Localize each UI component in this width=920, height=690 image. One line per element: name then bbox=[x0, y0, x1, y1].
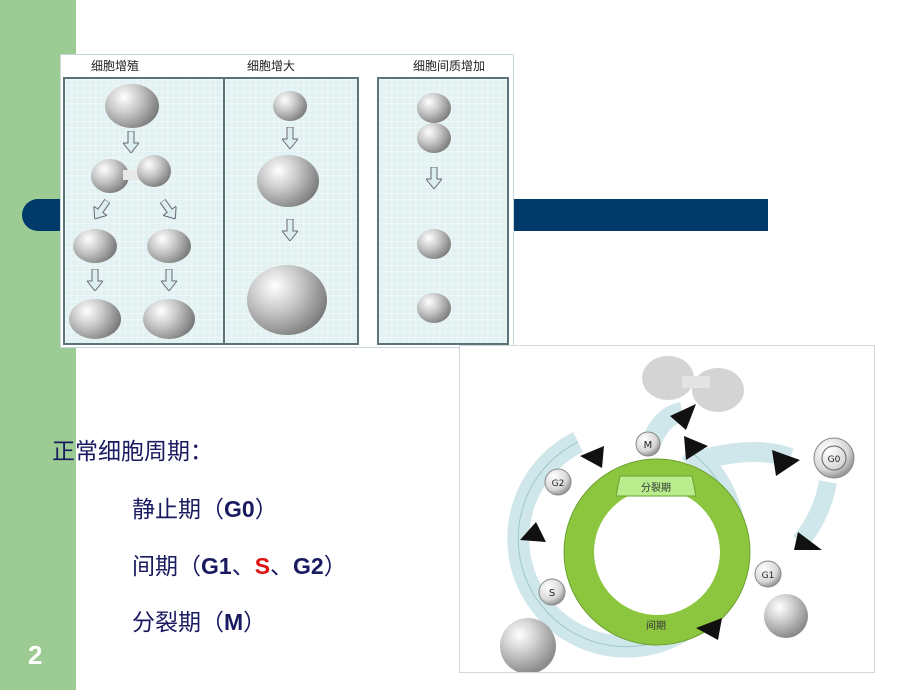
panel-enlargement bbox=[223, 77, 359, 345]
arrow-icon bbox=[520, 522, 546, 542]
dividing-cell-top bbox=[642, 356, 694, 400]
interphase-label: 间期 bbox=[646, 619, 666, 632]
arrow-icon bbox=[580, 446, 604, 468]
panel-label-enlargement: 细胞增大 bbox=[247, 59, 296, 73]
page-number: 2 bbox=[28, 640, 43, 670]
arrow-down-icon bbox=[282, 219, 298, 241]
cell bbox=[417, 229, 451, 259]
cell bbox=[417, 123, 451, 153]
arrow-down-icon bbox=[426, 167, 442, 189]
cell bbox=[247, 265, 327, 335]
arrow-icon bbox=[670, 404, 696, 430]
phase-marker-g1 bbox=[754, 560, 782, 588]
code-m: M bbox=[224, 609, 244, 635]
heading-normal-cell-cycle: 正常细胞周期： bbox=[52, 439, 213, 465]
arrow-down-right-icon bbox=[159, 198, 177, 220]
line-division-phase: 分裂期（M） bbox=[132, 609, 267, 636]
panel-label-proliferation: 细胞增殖 bbox=[91, 59, 140, 73]
phase-marker-s bbox=[538, 578, 566, 606]
phase-label-g0: G0 bbox=[828, 455, 841, 465]
arrow-down-icon bbox=[282, 127, 298, 149]
cell bbox=[143, 299, 195, 339]
phase-label-g2: G2 bbox=[552, 479, 565, 489]
cell-cycle-svg: 分裂期 间期 M G2 S G1 G0 bbox=[500, 356, 855, 674]
cell bbox=[417, 293, 451, 323]
cell bbox=[91, 159, 129, 193]
arrow-down-icon bbox=[123, 131, 139, 153]
dividing-cell-top bbox=[692, 368, 744, 412]
cell bbox=[69, 299, 121, 339]
arrow-icon bbox=[684, 436, 708, 460]
code-g1: G1 bbox=[201, 553, 232, 579]
cell bbox=[500, 618, 556, 674]
cell bbox=[764, 594, 808, 638]
cell-cycle-diagram: 分裂期 间期 M G2 S G1 G0 bbox=[459, 345, 875, 674]
arrow-down-icon bbox=[87, 269, 103, 291]
branch-from-g0 bbox=[793, 480, 837, 548]
cell bbox=[147, 229, 191, 263]
division-label-box bbox=[615, 475, 697, 497]
code-s: S bbox=[254, 553, 271, 579]
cell bbox=[73, 229, 117, 263]
phase-label-s: S bbox=[549, 588, 555, 599]
code-g0: G0 bbox=[224, 496, 255, 522]
cell-bridge bbox=[123, 170, 143, 180]
arrow-icon bbox=[696, 618, 722, 640]
cell bbox=[137, 155, 171, 187]
phase-label-g1: G1 bbox=[762, 571, 775, 581]
panel-matrix-increase bbox=[377, 77, 509, 345]
arrow-down-left-icon bbox=[93, 198, 111, 220]
cell bbox=[105, 84, 159, 128]
division-label: 分裂期 bbox=[641, 481, 671, 494]
cell bbox=[273, 91, 307, 121]
arrow-down-icon bbox=[161, 269, 177, 291]
arrow-icon bbox=[794, 532, 822, 550]
cell-growth-figure: 细胞增殖 细胞增大 细胞间质增加 bbox=[60, 54, 514, 348]
arrow-icon bbox=[772, 450, 800, 476]
phase-marker-g0 bbox=[813, 437, 855, 479]
phase-marker-g2 bbox=[544, 468, 572, 496]
green-ring bbox=[564, 459, 750, 645]
code-g2: G2 bbox=[293, 553, 324, 579]
phase-label-m: M bbox=[644, 440, 653, 451]
cell bbox=[417, 93, 451, 123]
phase-marker-m bbox=[635, 431, 661, 457]
line-interphase: 间期（G1、S、G2） bbox=[132, 553, 347, 580]
panel-proliferation bbox=[63, 77, 225, 345]
panel-label-matrix-increase: 细胞间质增加 bbox=[413, 59, 486, 73]
line-quiescent-phase: 静止期（G0） bbox=[132, 496, 278, 523]
cell bbox=[257, 155, 319, 207]
